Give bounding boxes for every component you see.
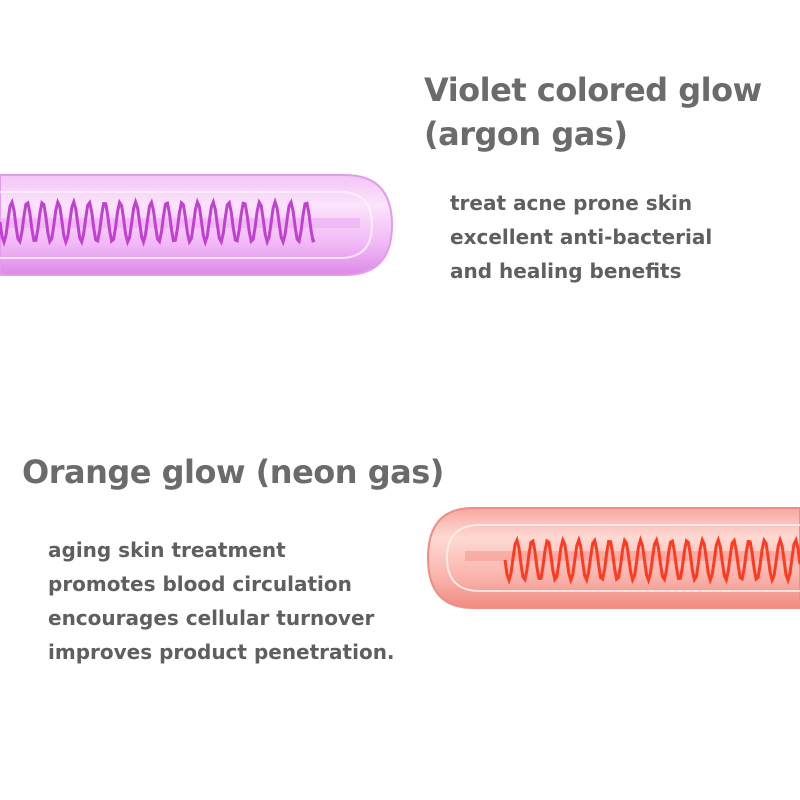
violet-coil	[0, 197, 316, 247]
violet-benefit-item: and healing benefits	[450, 259, 682, 283]
orange-coil	[503, 535, 800, 585]
violet-benefits-list: treat acne prone skin excellent anti-bac…	[450, 186, 795, 288]
violet-heading-line1: Violet colored glow	[424, 71, 762, 109]
violet-benefit-item: excellent anti-bacterial	[450, 225, 713, 249]
orange-section-heading: Orange glow (neon gas)	[22, 450, 444, 494]
orange-benefit-item: encourages cellular turnover	[48, 606, 375, 630]
orange-heading-title: Orange glow (neon gas)	[22, 453, 444, 491]
violet-section-heading: Violet colored glow (argon gas)	[424, 68, 794, 156]
violet-heading-line2: (argon gas)	[424, 115, 628, 153]
orange-benefits-list: aging skin treatment promotes blood circ…	[48, 533, 438, 669]
violet-glass-tube	[0, 174, 394, 276]
orange-benefit-item: improves product penetration.	[48, 640, 395, 664]
orange-glass-tube	[426, 507, 800, 609]
orange-benefit-item: aging skin treatment	[48, 538, 286, 562]
violet-benefit-item: treat acne prone skin	[450, 191, 693, 215]
orange-benefit-item: promotes blood circulation	[48, 572, 352, 596]
